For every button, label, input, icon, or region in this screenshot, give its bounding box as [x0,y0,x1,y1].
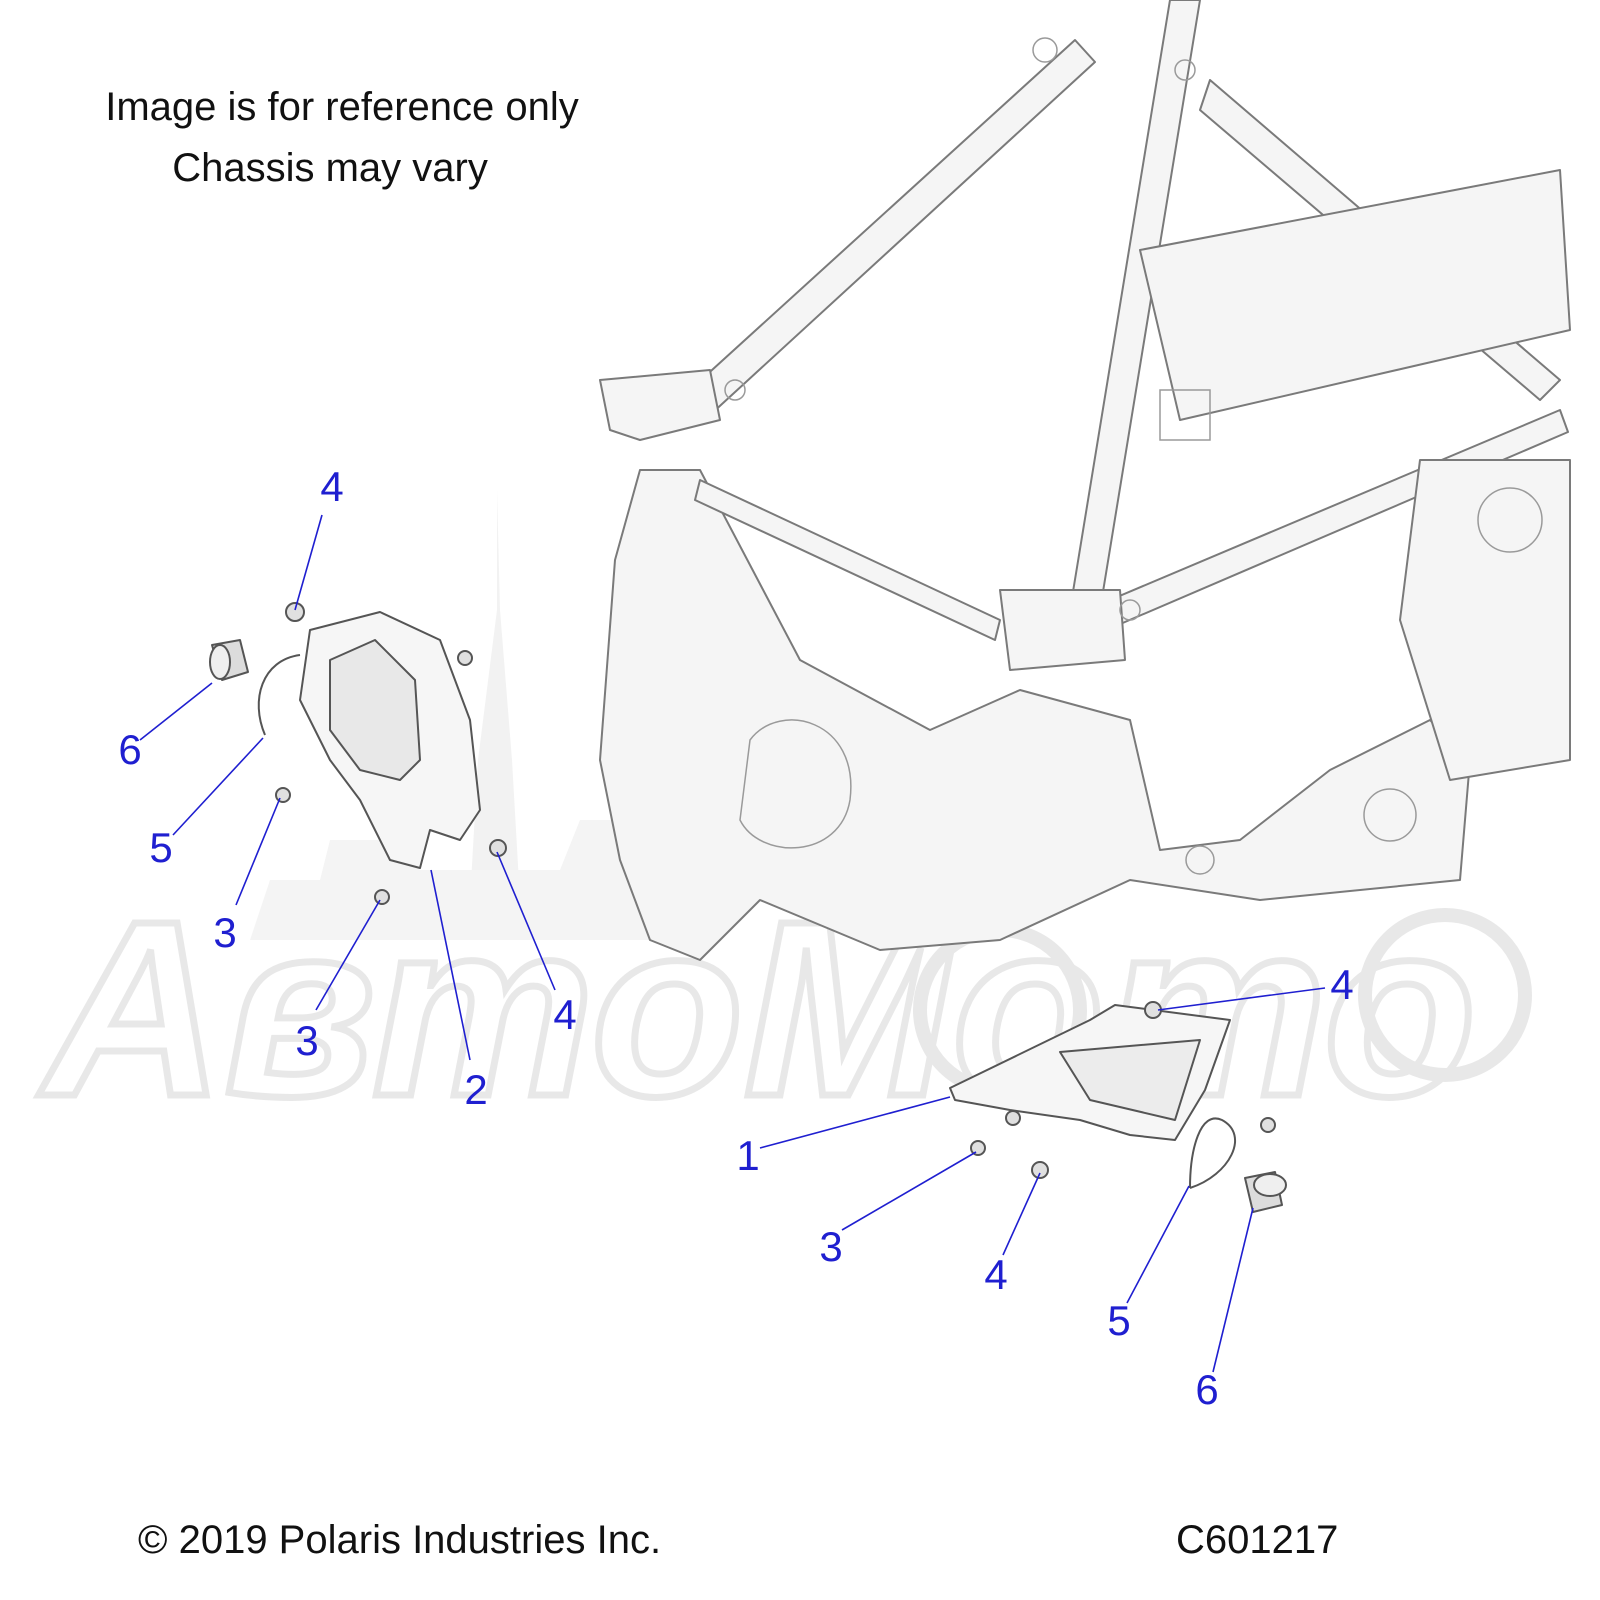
fastener-3-left-a [275,787,291,803]
callout-5-left: 5 [149,824,173,871]
leader-2 [430,869,471,1061]
callout-2: 2 [464,1066,488,1113]
frame-main-body [599,469,1471,961]
leader-lines [139,514,1326,1373]
leader-1 [759,1096,951,1149]
watermark-wheel-2 [1358,908,1532,1082]
frame-node [999,589,1126,671]
leader-5-right [1126,1185,1190,1304]
chassis-frame [599,0,1571,961]
leader-6-right [1212,1207,1254,1373]
watermark-spire [470,490,520,900]
callout-1: 1 [736,1132,760,1179]
leader-4-left-bottom [496,851,556,991]
callout-6-left: 6 [118,726,142,773]
frame-rear-plate [1399,459,1571,781]
callout-5-right: 5 [1107,1297,1131,1344]
leader-6-left [139,682,213,741]
clamp-5-left [257,654,301,736]
frame-front-hoop [599,369,721,441]
boot-6-right-rim [1253,1173,1287,1197]
leader-3-left-b [315,899,381,1011]
clamp-5-right [1189,1117,1236,1189]
frame-upper-rail-left [689,39,1096,416]
left-guard-assembly [209,602,507,905]
fastener-right-a [1005,1110,1021,1126]
callout-3-right: 3 [819,1223,843,1270]
guard-2-opening [329,639,421,781]
fastener-right-b [1260,1117,1276,1133]
callout-3-left-b: 3 [295,1017,319,1064]
leader-4-right-bottom [1002,1172,1041,1256]
callout-4-left-bottom: 4 [553,991,577,1038]
callout-4-left-top: 4 [320,463,344,510]
boot-6-left-rim [209,644,231,680]
guard-1-ridge [1059,1039,1201,1121]
fastener-4-left-top [285,602,305,622]
right-guard-assembly [949,1001,1287,1213]
callout-3-left-a: 3 [213,909,237,956]
leader-3-left-a [235,797,281,906]
fastener-3-left-b [374,889,390,905]
copyright-text: © 2019 Polaris Industries Inc. [138,1518,662,1562]
watermark-text: АвтоМото [38,869,1477,1148]
watermark-skyline [120,820,720,940]
leader-4-left-top [294,514,323,611]
watermark: АвтоМото [34,490,1532,1152]
fastener-4-right-bottom [1031,1161,1049,1179]
reference-note-line-2: Chassis may vary [172,146,488,190]
diagram-code: C601217 [1176,1518,1339,1562]
frame-details [724,37,1543,875]
frame-cross-tube [694,479,1001,641]
callout-4-right-top: 4 [1330,961,1354,1008]
frame-floor-pan [1139,169,1571,421]
reference-note-line-1: Image is for reference only [105,85,579,129]
leader-5-left [172,737,264,836]
fastener-3-right [970,1140,986,1156]
leader-4-right-top [1157,987,1326,1011]
callout-6-right: 6 [1195,1366,1219,1413]
fastener-left-right [457,650,473,666]
leader-3-right [841,1151,977,1231]
callout-4-right-bottom: 4 [984,1251,1008,1298]
